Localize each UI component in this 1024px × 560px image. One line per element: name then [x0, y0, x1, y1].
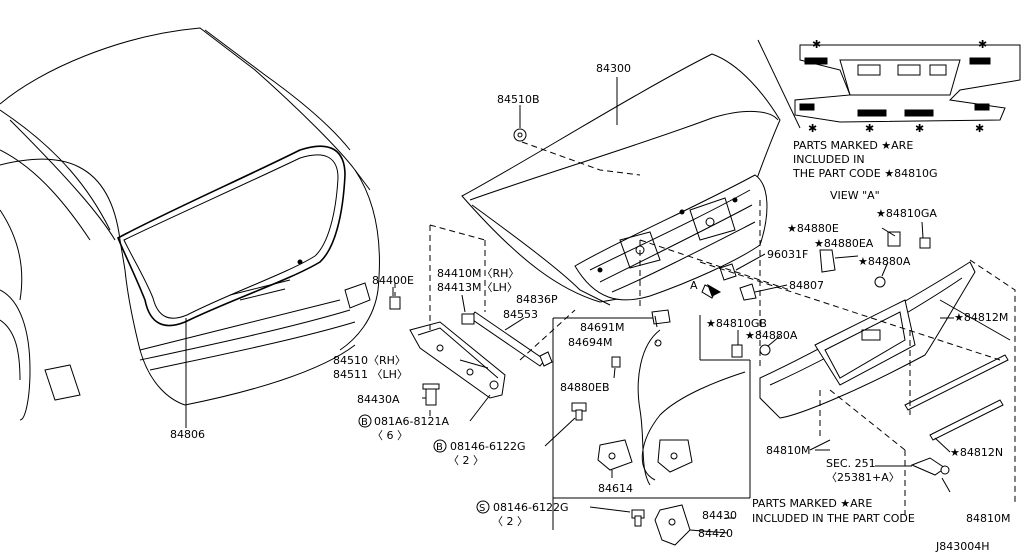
- label-84810ga: ★84810GA: [876, 207, 937, 220]
- label-view-a-ref: A: [690, 279, 698, 292]
- label-84807: 84807: [789, 279, 824, 292]
- svg-text:✱: ✱: [915, 122, 924, 135]
- car-rear-illustration: [0, 27, 380, 421]
- label-84812n: ★84812N: [950, 446, 1003, 459]
- label-84410m: 84410M〈RH〉: [437, 267, 519, 280]
- label-84510rh: 84510〈RH〉: [333, 354, 406, 367]
- label-08146-s: 08146-6122G: [493, 501, 568, 514]
- bolt-08146a: [571, 402, 587, 421]
- striker-84420: [654, 504, 691, 546]
- finisher-84810m: [759, 261, 1011, 419]
- moulding-84812m: [904, 354, 1009, 411]
- label-08146-b-qty: 〈 2 〉: [448, 454, 484, 467]
- hinge-assembly-84510: [409, 321, 506, 399]
- circle-b-letter: B: [436, 442, 443, 453]
- label-081a6: 081A6-8121A: [374, 415, 449, 428]
- label-84810gb: ★84810GB: [706, 317, 767, 330]
- label-84880a-2: ★84880A: [858, 255, 911, 268]
- circle-b-icon: [358, 414, 372, 428]
- label-84691m: 84691M: [580, 321, 624, 334]
- bottom-note-line-2: INCLUDED IN THE PART CODE: [752, 512, 915, 525]
- bolt-84430a: [422, 383, 440, 406]
- view-a-note-line-3: THE PART CODE ★84810G: [792, 167, 938, 180]
- label-84880ea: ★84880EA: [814, 237, 874, 250]
- label-84400e: 84400E: [372, 274, 414, 287]
- label-84694m: 84694M: [568, 336, 612, 349]
- strut-84410m: [461, 311, 553, 367]
- clips-right: [701, 231, 950, 476]
- view-a-panel: [757, 39, 1021, 129]
- label-84413m: 84413M〈LH〉: [437, 281, 518, 294]
- label-08146-b: 08146-6122G: [450, 440, 525, 453]
- label-84880a-1: ★84880A: [745, 329, 798, 342]
- label-84511lh: 84511 〈LH〉: [333, 368, 408, 381]
- view-a-note-line-2: INCLUDED IN: [793, 153, 865, 166]
- bolt-84880eb: [611, 356, 621, 368]
- label-84300: 84300: [596, 62, 631, 75]
- striker-84691m: [651, 309, 671, 347]
- label-96031f: 96031F: [767, 248, 808, 261]
- view-a-title: VIEW "A": [830, 189, 880, 202]
- lock-bracket-frame: [552, 315, 751, 530]
- svg-text:✱: ✱: [808, 122, 817, 135]
- label-84510b: 84510B: [497, 93, 540, 106]
- view-a-arrow: [707, 283, 722, 297]
- svg-text:✱: ✱: [812, 38, 821, 51]
- bottom-note-line-1: PARTS MARKED ★ARE: [752, 497, 872, 510]
- label-84420: 84420: [698, 527, 733, 540]
- finisher-dashed-outline: [639, 200, 1016, 515]
- circle-s-icon: [476, 500, 490, 514]
- label-sec-251-ref: 〈25381+A〉: [826, 471, 900, 484]
- view-a-star-markers: ✱ ✱ ✱ ✱ ✱ ✱: [808, 38, 987, 135]
- label-84812m: ★84812M: [954, 311, 1008, 324]
- svg-text:✱: ✱: [975, 122, 984, 135]
- circle-s-letter: S: [479, 503, 485, 514]
- label-84553: 84553: [503, 308, 538, 321]
- label-84836p: 84836P: [516, 293, 558, 306]
- label-84430a: 84430A: [357, 393, 400, 406]
- moulding-84812n: [929, 399, 1004, 441]
- clip-84510b: [513, 128, 527, 142]
- label-84810m-1: 84810M: [766, 444, 810, 457]
- lock-84630: [597, 439, 693, 473]
- view-a-note-line-1: PARTS MARKED ★ARE: [793, 139, 913, 152]
- label-84430: 84430: [702, 509, 737, 522]
- bolt-84400e: [389, 296, 401, 310]
- circle-b-letter: B: [361, 417, 368, 428]
- label-84806: 84806: [170, 428, 205, 441]
- leader-lines: [392, 105, 954, 534]
- diagram-id: J843004H: [935, 540, 990, 553]
- label-081a6-qty: 〈 6 〉: [372, 429, 408, 442]
- svg-text:✱: ✱: [978, 38, 987, 51]
- circle-b-icon: [433, 439, 447, 453]
- label-sec-251: SEC. 251: [826, 457, 876, 470]
- label-84614: 84614: [598, 482, 633, 495]
- label-84810m-2: 84810M: [966, 512, 1010, 525]
- svg-text:✱: ✱: [865, 122, 874, 135]
- label-08146-s-qty: 〈 2 〉: [492, 515, 528, 528]
- bolt-08146s: [631, 509, 645, 527]
- labels: 84300 84510B 84806 84400E 84410M〈RH〉 844…: [170, 62, 1010, 553]
- cable-84614: [637, 329, 746, 486]
- label-84880e: ★84880E: [787, 222, 839, 235]
- label-84880eb: 84880EB: [560, 381, 610, 394]
